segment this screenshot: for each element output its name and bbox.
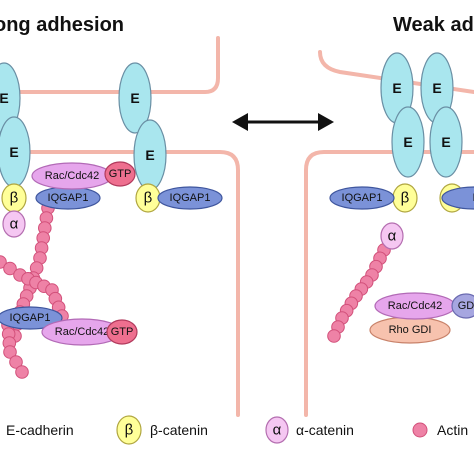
title-weak-adhesion: Weak ad bbox=[393, 14, 474, 36]
actin-bead bbox=[3, 345, 17, 359]
gdp-shape bbox=[451, 293, 474, 319]
actin-bead bbox=[327, 329, 341, 343]
iqgap1-label: IQGAP1 bbox=[48, 192, 89, 204]
iqgap1-label: IQGAP1 bbox=[342, 192, 383, 204]
e-cadherin-label: E bbox=[403, 134, 412, 150]
gtp-shape bbox=[106, 319, 138, 345]
rac-cdc42-label: Rac/Cdc42 bbox=[45, 170, 99, 182]
left-cell-membrane bbox=[0, 150, 240, 417]
rho-gdi-label: Rho GDI bbox=[389, 324, 432, 336]
rac-cdc42-label: Rac/Cdc42 bbox=[388, 300, 442, 312]
gdp-label: GD bbox=[458, 300, 474, 312]
e-cadherin-shape bbox=[391, 106, 425, 178]
beta-catenin-label: β bbox=[144, 190, 153, 207]
legend-label-actin: Actin bbox=[437, 422, 469, 438]
iqgap1-shape bbox=[157, 186, 223, 210]
alpha-catenin-shape bbox=[2, 210, 26, 238]
e-cadherin-shape bbox=[118, 62, 152, 134]
gtp-label: GTP bbox=[111, 326, 134, 338]
alpha-catenin-label: α bbox=[388, 228, 397, 245]
legend-alpha-catenin-icon bbox=[265, 416, 289, 444]
membranes bbox=[0, 36, 474, 417]
legend-beta-catenin-glyph: β bbox=[125, 422, 134, 439]
e-cadherin-shape bbox=[429, 106, 463, 178]
alpha-catenin-shape bbox=[380, 222, 404, 250]
iqgap1-label: IQGAP1 bbox=[10, 312, 51, 324]
e-cadherin-label: E bbox=[145, 147, 154, 163]
legend-beta-catenin-icon bbox=[116, 415, 142, 445]
beta-catenin-label: β bbox=[401, 190, 410, 207]
alpha-catenin-label: α bbox=[10, 216, 19, 233]
e-cadherin-label: E bbox=[9, 144, 18, 160]
e-cadherin-label: E bbox=[441, 134, 450, 150]
iqgap1-label: IQGAP1 bbox=[170, 192, 211, 204]
iqgap1-shape bbox=[441, 186, 474, 210]
e-cadherin-label: E bbox=[0, 90, 9, 106]
alpha-catenin-molecules: αα bbox=[2, 210, 404, 250]
gtp-shape bbox=[104, 161, 136, 187]
iqgap1-label: I bbox=[472, 192, 474, 204]
gtp-label: GTP bbox=[109, 168, 132, 180]
iqgap1-molecules: IQGAP1IQGAP1IQGAP1IIQGAP1 bbox=[0, 186, 474, 330]
legend-actin-icon bbox=[412, 422, 428, 438]
actin-bead bbox=[3, 261, 17, 276]
exchange-arrow bbox=[232, 113, 334, 131]
title-strong-adhesion: ong adhesion bbox=[0, 14, 124, 36]
right-cell-membrane bbox=[304, 150, 474, 417]
iqgap1-shape bbox=[329, 186, 395, 210]
e-cadherin-molecules: E E E E E E E E bbox=[0, 52, 463, 191]
e-cadherin-label: E bbox=[392, 80, 401, 96]
e-cadherin-label: E bbox=[130, 90, 139, 106]
rac-cdc42-label: Rac/Cdc42 bbox=[55, 326, 109, 338]
legend-label-beta-catenin: β-catenin bbox=[150, 422, 208, 438]
legend-label-e-cadherin: E-cadherin bbox=[6, 422, 74, 438]
actin-bead bbox=[15, 365, 29, 379]
legend-alpha-catenin-glyph: α bbox=[273, 422, 282, 439]
actin-bead bbox=[9, 355, 23, 369]
e-cadherin-label: E bbox=[432, 80, 441, 96]
left-top-membrane bbox=[0, 36, 220, 94]
legend-label-alpha-catenin: α-catenin bbox=[296, 422, 354, 438]
iqgap1-shape bbox=[0, 306, 63, 330]
right-top-membrane bbox=[318, 50, 474, 94]
beta-catenin-label: β bbox=[10, 190, 19, 207]
actin-filaments bbox=[0, 201, 391, 379]
